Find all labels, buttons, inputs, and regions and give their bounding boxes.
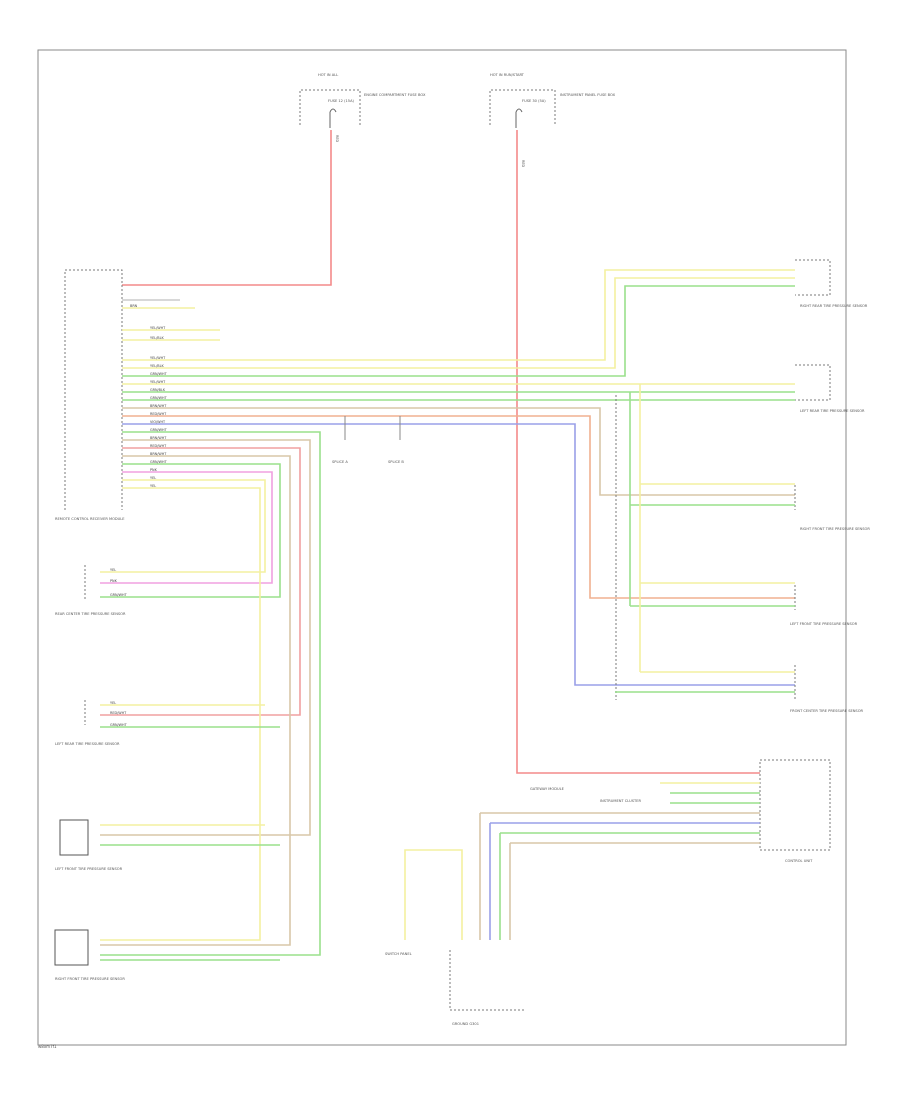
svg-text:GRN/WHT: GRN/WHT [150, 460, 168, 464]
svg-text:RIGHT REAR TIRE PRESSURE SENSO: RIGHT REAR TIRE PRESSURE SENSOR [800, 304, 868, 308]
svg-text:BRN/WHT: BRN/WHT [150, 452, 167, 456]
svg-text:YEL: YEL [110, 701, 116, 705]
splice-b: SPLICE B [388, 416, 404, 464]
wire-power-red [122, 130, 332, 286]
bus-wires [100, 269, 795, 956]
svg-text:BRN/WHT: BRN/WHT [150, 404, 167, 408]
svg-text:FRONT CENTER TIRE PRESSURE SEN: FRONT CENTER TIRE PRESSURE SENSOR [790, 709, 864, 713]
svg-text:YEL/WHT: YEL/WHT [150, 356, 166, 360]
svg-text:ENGINE COMPARTMENT FUSE BOX: ENGINE COMPARTMENT FUSE BOX [364, 93, 426, 97]
svg-text:RED: RED [335, 135, 339, 142]
wire-power-right [516, 130, 760, 774]
sensor-rr: RIGHT REAR TIRE PRESSURE SENSOR [795, 259, 868, 308]
footer-code: w8xm7f1 [38, 1044, 57, 1049]
svg-text:PNK: PNK [150, 468, 158, 472]
control-wires [480, 782, 760, 844]
right-drops [615, 384, 795, 693]
svg-text:YEL: YEL [150, 484, 156, 488]
svg-text:LEFT REAR TIRE PRESSURE SENSOR: LEFT REAR TIRE PRESSURE SENSOR [55, 742, 120, 746]
sensor-rf: RIGHT FRONT TIRE PRESSURE SENSOR [794, 485, 870, 531]
svg-text:GROUND G301: GROUND G301 [452, 1022, 479, 1026]
svg-text:HOT IN RUN/START: HOT IN RUN/START [490, 73, 525, 77]
svg-text:YEL/WHT: YEL/WHT [150, 326, 166, 330]
receiver-pins: BRN YEL/WHT YEL/BLK [122, 299, 220, 341]
sensor-lf: LEFT FRONT TIRE PRESSURE SENSOR [790, 585, 858, 626]
left-drops [100, 704, 280, 961]
fuse-right: HOT IN RUN/START FUSE 30 (5A) INSTRUMENT… [489, 73, 616, 128]
sensor-left-4: RIGHT FRONT TIRE PRESSURE SENSOR [54, 929, 125, 981]
switch-panel: SWITCH PANEL [385, 849, 463, 956]
svg-text:GRN/WHT: GRN/WHT [110, 593, 128, 597]
svg-text:GRN/WHT: GRN/WHT [150, 428, 168, 432]
svg-text:GRN/WHT: GRN/WHT [110, 723, 128, 727]
sensor-left-1: REAR CENTER TIRE PRESSURE SENSOR [55, 565, 126, 616]
svg-text:SPLICE A: SPLICE A [332, 460, 348, 464]
svg-text:YEL/BLK: YEL/BLK [150, 336, 164, 340]
svg-text:RED: RED [521, 160, 525, 167]
sensor-lr: LEFT REAR TIRE PRESSURE SENSOR [795, 364, 865, 413]
svg-text:YEL: YEL [150, 476, 156, 480]
svg-text:YEL: YEL [110, 568, 116, 572]
svg-text:REMOTE CONTROL RECEIVER MODULE: REMOTE CONTROL RECEIVER MODULE [55, 517, 125, 521]
fuse-left: HOT IN ALL FUSE 12 (15A) ENGINE COMPARTM… [299, 73, 426, 128]
control-unit: CONTROL UNIT [759, 759, 831, 863]
svg-text:YEL/WHT: YEL/WHT [150, 380, 166, 384]
svg-text:PNK: PNK [110, 579, 118, 583]
receiver-module: REMOTE CONTROL RECEIVER MODULE [55, 269, 125, 521]
sensor-left-2: LEFT REAR TIRE PRESSURE SENSOR [55, 700, 120, 746]
svg-text:GRN/WHT: GRN/WHT [150, 372, 168, 376]
diagram-border [37, 49, 847, 1046]
svg-text:SPLICE B: SPLICE B [388, 460, 404, 464]
bus-labels: YEL/WHT YEL/BLK GRN/WHT YEL/WHT GRN/BLK … [150, 356, 168, 488]
bottom-connector: GROUND G301 [449, 813, 525, 1026]
svg-text:GRN/BLK: GRN/BLK [150, 388, 166, 392]
svg-text:LEFT FRONT TIRE PRESSURE SENSO: LEFT FRONT TIRE PRESSURE SENSOR [55, 867, 123, 871]
svg-text:RIGHT FRONT TIRE PRESSURE SENS: RIGHT FRONT TIRE PRESSURE SENSOR [800, 527, 870, 531]
svg-text:YEL/BLK: YEL/BLK [150, 364, 164, 368]
svg-text:LEFT FRONT TIRE PRESSURE SENSO: LEFT FRONT TIRE PRESSURE SENSOR [790, 622, 858, 626]
svg-text:VIO/WHT: VIO/WHT [150, 420, 166, 424]
svg-text:FUSE 30 (5A): FUSE 30 (5A) [522, 99, 546, 103]
svg-text:RED/WHT: RED/WHT [150, 444, 167, 448]
svg-text:INSTRUMENT PANEL FUSE BOX: INSTRUMENT PANEL FUSE BOX [560, 93, 616, 97]
svg-text:GATEWAY MODULE: GATEWAY MODULE [530, 787, 565, 791]
sensor-left-3: LEFT FRONT TIRE PRESSURE SENSOR [55, 819, 123, 871]
svg-text:FUSE 12 (15A): FUSE 12 (15A) [328, 99, 355, 103]
sensor-front-center: FRONT CENTER TIRE PRESSURE SENSOR [790, 665, 864, 713]
svg-text:LEFT REAR TIRE PRESSURE SENSOR: LEFT REAR TIRE PRESSURE SENSOR [800, 409, 865, 413]
svg-text:HOT IN ALL: HOT IN ALL [318, 73, 338, 77]
svg-text:RED/WHT: RED/WHT [110, 711, 127, 715]
svg-text:REAR CENTER TIRE PRESSURE SENS: REAR CENTER TIRE PRESSURE SENSOR [55, 612, 126, 616]
svg-text:INSTRUMENT CLUSTER: INSTRUMENT CLUSTER [600, 799, 641, 803]
svg-text:RIGHT FRONT TIRE PRESSURE SENS: RIGHT FRONT TIRE PRESSURE SENSOR [55, 977, 125, 981]
svg-text:CONTROL UNIT: CONTROL UNIT [785, 859, 813, 863]
svg-text:RED/WHT: RED/WHT [150, 412, 167, 416]
svg-text:BRN/WHT: BRN/WHT [150, 436, 167, 440]
svg-text:GRN/WHT: GRN/WHT [150, 396, 168, 400]
svg-text:SWITCH PANEL: SWITCH PANEL [385, 952, 412, 956]
splice-a: SPLICE A [332, 416, 348, 464]
svg-text:BRN: BRN [130, 304, 138, 308]
